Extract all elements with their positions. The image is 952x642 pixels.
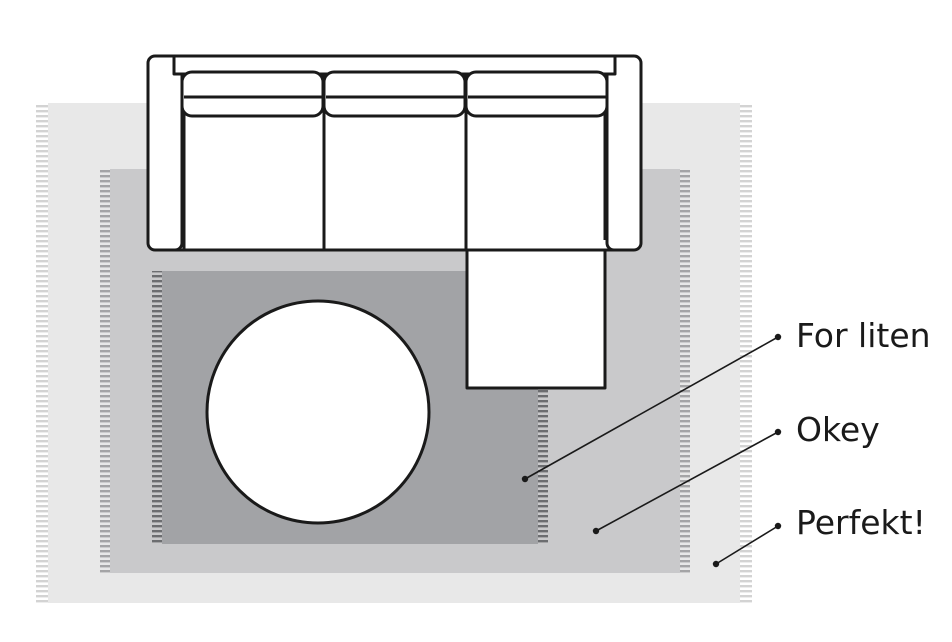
callouts — [521, 333, 782, 568]
sofa — [146, 54, 643, 390]
leader-large — [715, 525, 779, 565]
label-small: For liten — [796, 316, 931, 355]
label-perfect: Perfekt! — [796, 503, 926, 542]
rug-large-fringe-right — [740, 103, 752, 603]
dot-medium-label — [774, 428, 782, 436]
rug-large-fringe-left — [36, 103, 48, 603]
leader-medium — [595, 431, 779, 532]
rug-medium-fringe-left — [100, 169, 110, 573]
leader-small — [524, 336, 779, 480]
dot-small-label — [774, 333, 782, 341]
sofa-arm-right — [605, 54, 643, 252]
label-okay: Okey — [796, 410, 880, 449]
dot-small-rug — [521, 475, 529, 483]
rug-small-fringe-right — [538, 271, 548, 544]
rug-medium-fringe-right — [680, 169, 690, 573]
sofa-chaise — [465, 240, 607, 390]
sofa-back-cushion-2 — [322, 70, 467, 118]
sofa-back-cushion-1 — [180, 70, 325, 118]
dot-medium-rug — [592, 527, 600, 535]
sofa-back-cushion-3 — [464, 70, 609, 118]
round-table — [205, 299, 431, 525]
sofa-arm-left — [146, 54, 184, 252]
dot-large-label — [774, 522, 782, 530]
dot-large-rug — [712, 560, 720, 568]
rug-small-fringe-left — [152, 271, 162, 544]
